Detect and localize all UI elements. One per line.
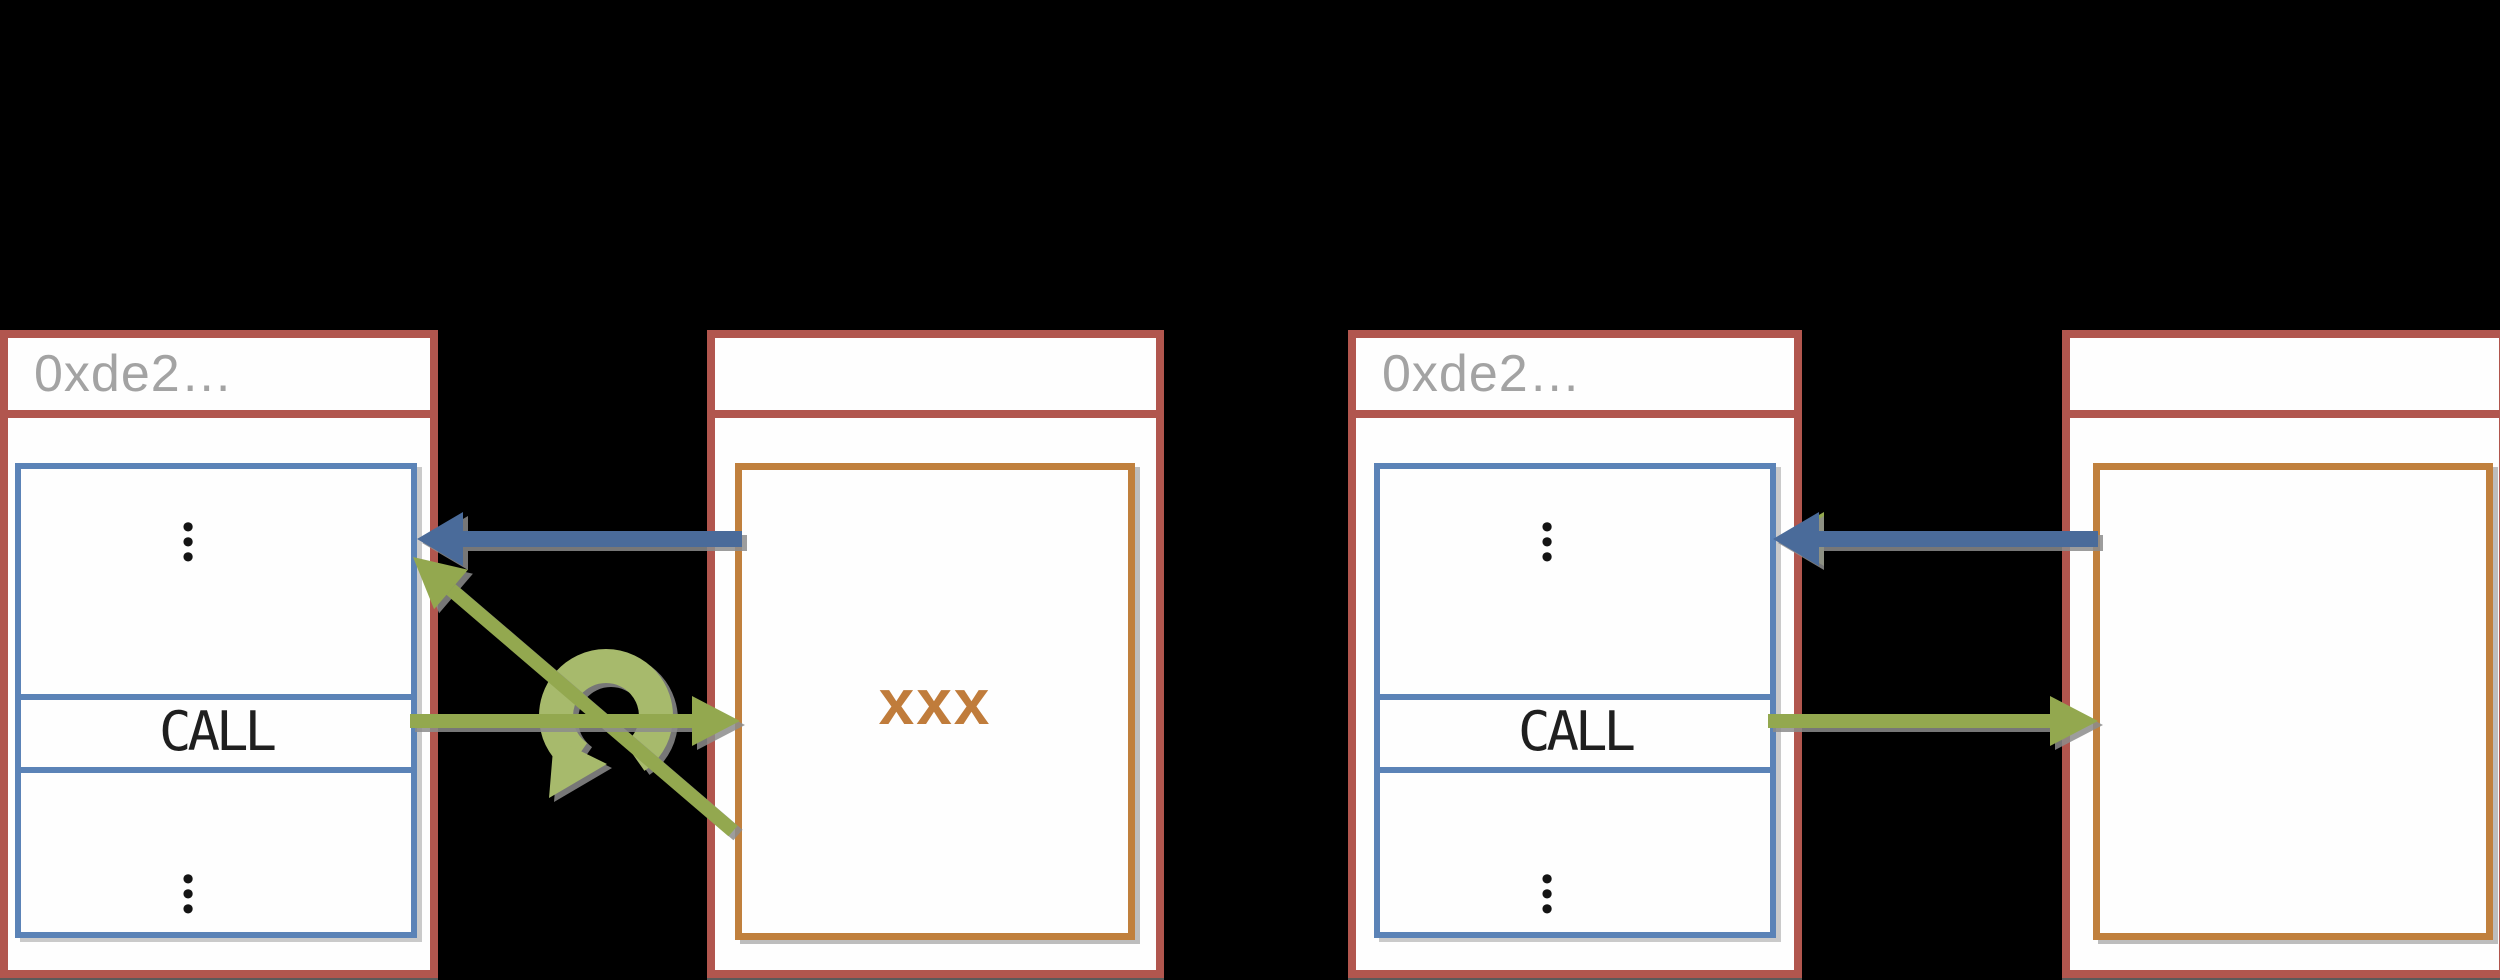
bytecode-stack-right: • • • CALL • • • bbox=[1374, 463, 1776, 938]
contract-address-label: 0xde2… bbox=[34, 345, 234, 403]
call-arrow-shape bbox=[410, 696, 740, 746]
header-divider bbox=[715, 410, 1156, 418]
stack-row: • • • bbox=[21, 469, 411, 694]
call-opcode-label: CALL bbox=[1517, 700, 1636, 763]
caller-contract-left: 0xde2… • • • CALL • • • bbox=[0, 330, 438, 978]
callee-code-box-right bbox=[2093, 463, 2493, 940]
callee-code-box-left: xxx bbox=[735, 463, 1135, 940]
call-instruction-row: CALL bbox=[1380, 694, 1770, 767]
header-divider bbox=[8, 410, 430, 418]
loop-arrowhead bbox=[549, 738, 607, 798]
return-arrow-shape bbox=[1773, 512, 2098, 566]
caller-contract-right: 0xde2… • • • CALL • • • bbox=[1348, 330, 1802, 978]
contract-address-label: 0xde2… bbox=[1382, 345, 1582, 403]
header-divider bbox=[2070, 410, 2499, 418]
call-opcode-label: CALL bbox=[158, 700, 277, 763]
revert-arrow-shaft bbox=[446, 584, 738, 837]
call-arrow-left bbox=[410, 696, 740, 746]
call-arrow-right bbox=[1768, 696, 2098, 746]
header-divider bbox=[1356, 410, 1794, 418]
call-instruction-row: CALL bbox=[21, 694, 411, 767]
return-arrow-right bbox=[1773, 512, 2098, 566]
callee-contract-left: xxx bbox=[707, 330, 1164, 978]
stack-row: • • • bbox=[21, 767, 411, 932]
stack-row: • • • bbox=[1380, 767, 1770, 932]
stack-row: • • • bbox=[1380, 469, 1770, 694]
revert-arrowhead bbox=[413, 557, 468, 610]
revert-arrow-left bbox=[413, 557, 738, 837]
return-arrow-left bbox=[417, 512, 742, 566]
bytecode-stack-left: • • • CALL • • • bbox=[15, 463, 417, 938]
return-arrow-shape bbox=[417, 512, 742, 566]
failure-xxx-label: xxx bbox=[878, 665, 992, 738]
callee-contract-right bbox=[2062, 330, 2500, 978]
call-arrow-shape bbox=[1768, 696, 2098, 746]
